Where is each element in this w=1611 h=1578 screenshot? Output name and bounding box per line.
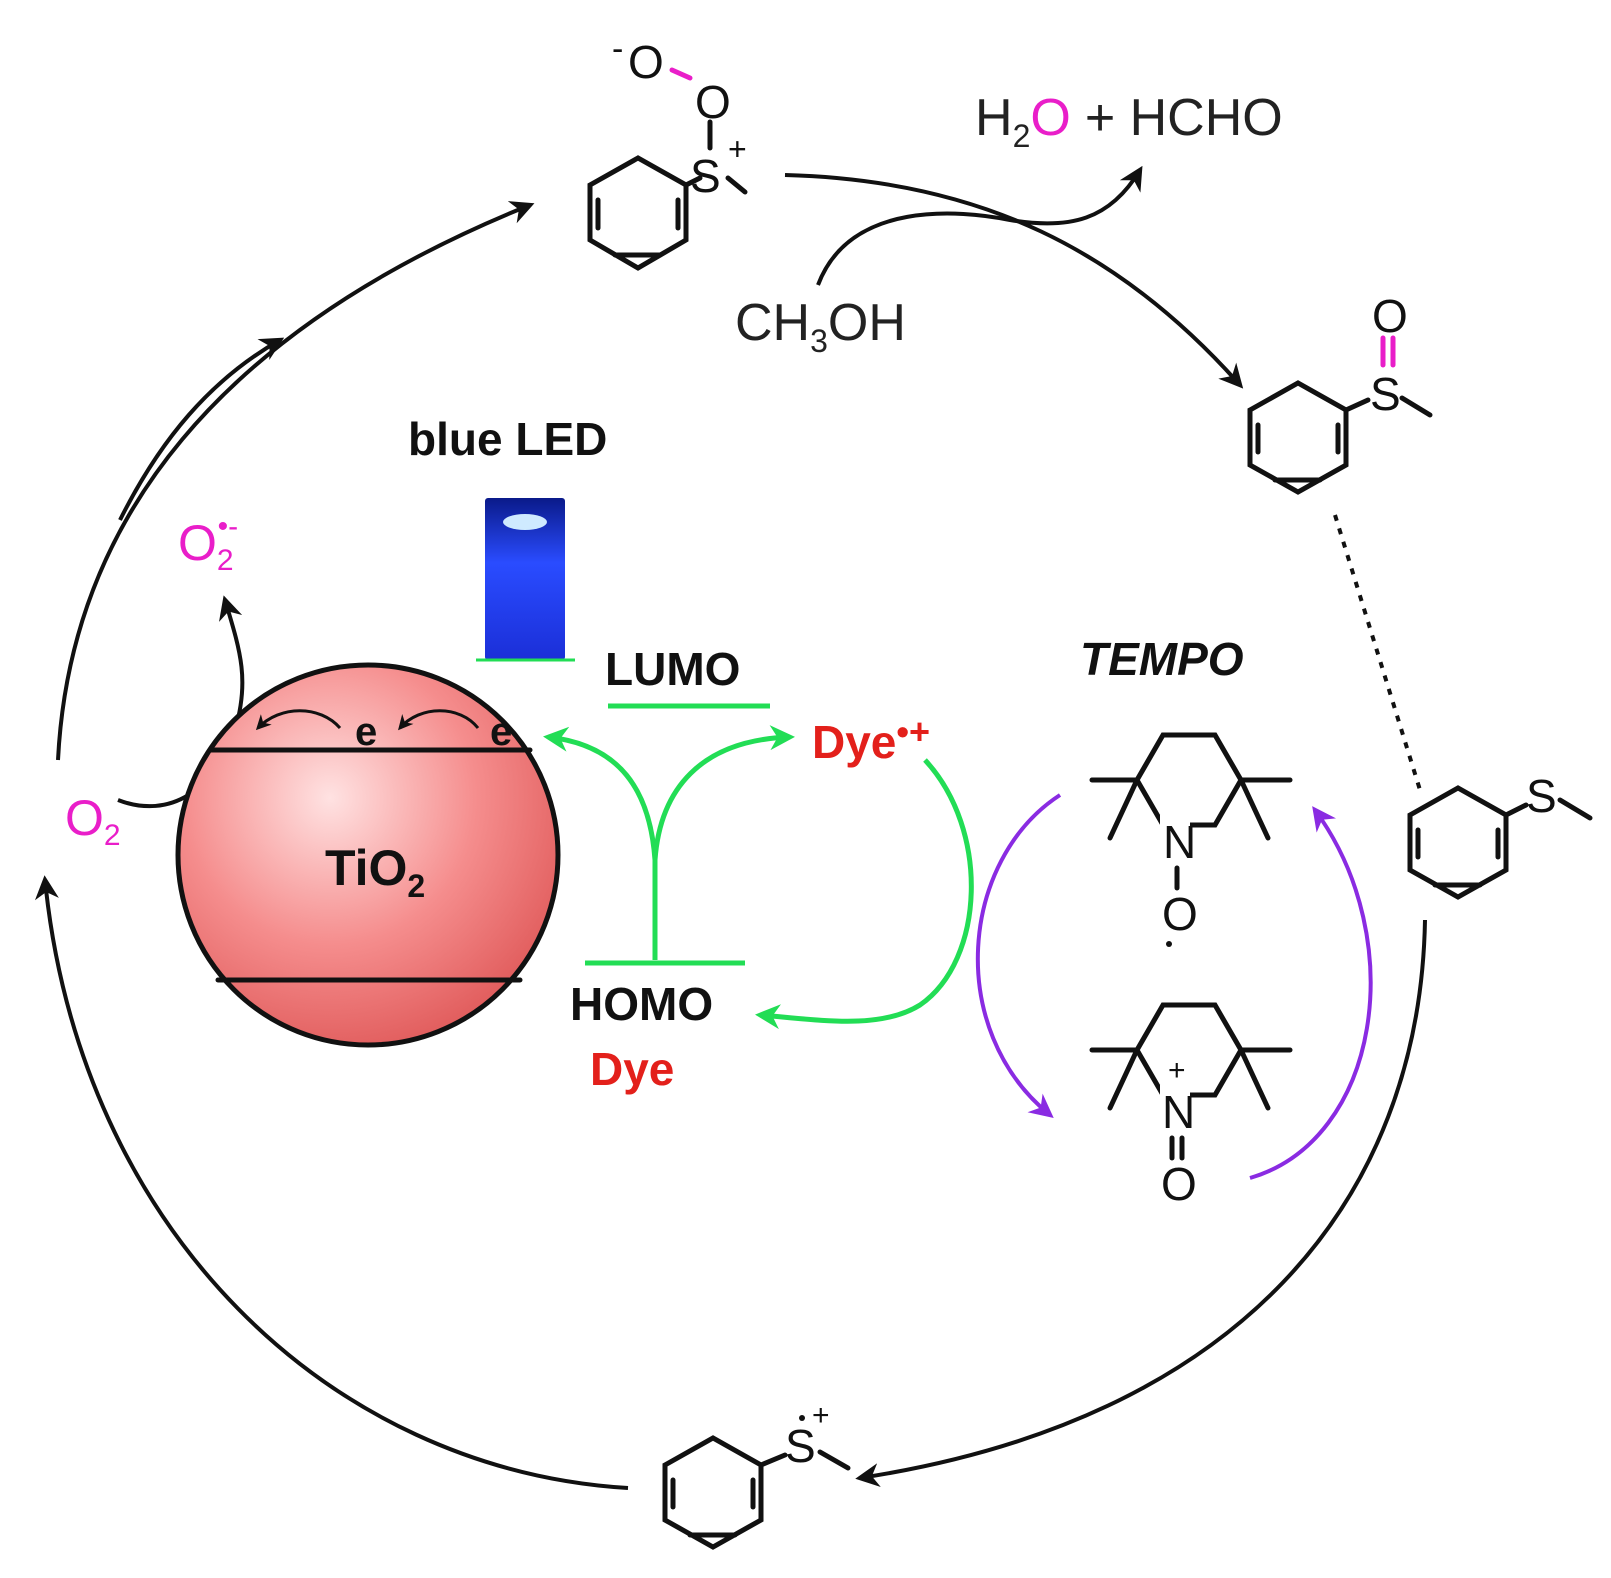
oxygen-label: O2 [65, 790, 121, 852]
tempo-nitrogen: N [1163, 816, 1196, 868]
methanol-branch-arrow [816, 165, 1143, 286]
dotted-connector [1333, 514, 1422, 791]
oxoammonium-structure: N + O [1089, 1002, 1293, 1210]
plus-charge: + [728, 131, 747, 167]
tempo-reduction-arrow [1249, 806, 1373, 1180]
peroxy-oxygen-2: O [695, 76, 731, 128]
electron-label-2: e [490, 710, 512, 754]
arc-left-lower [34, 875, 629, 1490]
water-sub: 2 [1013, 118, 1031, 154]
water-h: H [975, 89, 1013, 147]
tempo-radical-structure: N O [1089, 732, 1293, 947]
dye-cation-label: Dye•+ [812, 711, 930, 768]
dye-energy-diagram: LUMO HOMO Dye Dye•+ [543, 643, 974, 1095]
sulfoxide-sulfur: S [1370, 368, 1401, 420]
lumo-label: LUMO [605, 643, 740, 695]
homo-label: HOMO [570, 978, 713, 1030]
persulfoxide-intermediate: S + O O - [587, 30, 748, 271]
svg-text:H2O+ HCHO: H2O + HCHO [975, 89, 1283, 154]
radical-cation-sulfur: S [785, 1420, 816, 1472]
oxoammonium-charge: + [1168, 1054, 1186, 1087]
arc-left-upper [56, 201, 535, 761]
blue-led-label: blue LED [408, 413, 607, 465]
peroxy-oxygen-1: O [628, 36, 664, 88]
outer-cycle [34, 165, 1427, 1490]
tempo-oxygen: O [1162, 888, 1198, 940]
arc-top-right [784, 173, 1244, 389]
arc-right-lower [855, 919, 1427, 1487]
oxoammonium-nitrogen: N [1162, 1086, 1195, 1138]
sulfoxide-oxygen: O [1372, 290, 1408, 342]
sulfoxide-product: S O [1247, 290, 1433, 495]
tio2-label: TiO2 [325, 840, 425, 904]
tio2-particle: TiO2 e e [175, 662, 561, 1048]
hcho-label: + HCHO [1085, 89, 1283, 147]
products-label: H2O + HCHO [975, 89, 1283, 154]
minus-charge: - [612, 30, 623, 68]
sulfur-atom: S [690, 150, 721, 202]
radical-cation-charge: + [812, 1399, 830, 1432]
dye-regeneration-arrow [755, 758, 974, 1030]
electron-label-1: e [355, 710, 377, 754]
arc-left-upper-mid [118, 337, 285, 521]
tempo-label: TEMPO [1080, 633, 1244, 685]
thioanisole-substrate: S [1407, 770, 1593, 900]
oxoammonium-oxygen: O [1161, 1158, 1197, 1210]
blue-led-icon [476, 498, 575, 662]
superoxide-label: O2•- [178, 510, 238, 577]
dye-label: Dye [590, 1043, 674, 1095]
thioether-sulfur: S [1526, 770, 1557, 822]
water-o: O [1030, 89, 1070, 147]
methanol-label: CH3OH [735, 294, 906, 359]
sulfur-radical-cation: S + [662, 1399, 851, 1550]
tempo-oxidation-arrow [975, 793, 1062, 1119]
